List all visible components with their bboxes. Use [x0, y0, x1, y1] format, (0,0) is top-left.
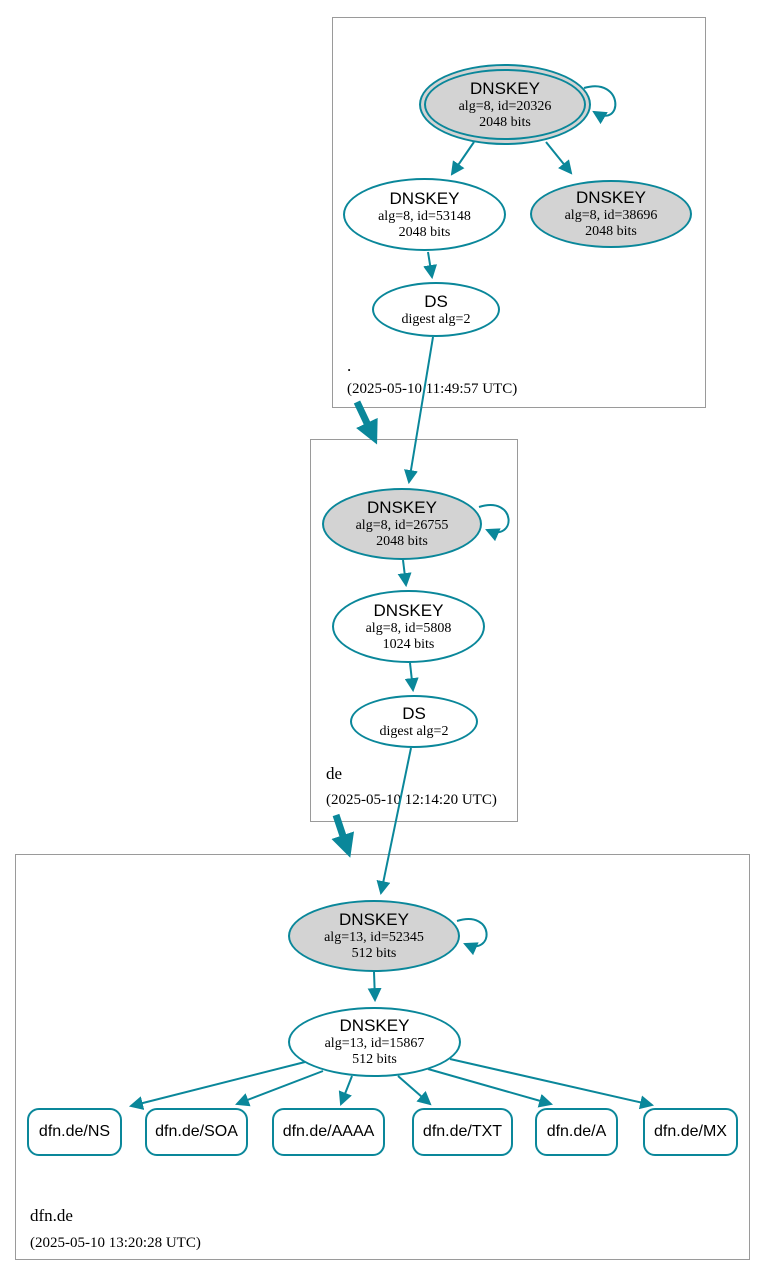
node-title: DNSKEY [367, 498, 437, 517]
node-detail: digest alg=2 [401, 311, 471, 327]
node-title: DNSKEY [389, 188, 460, 208]
node-detail: alg=8, id=38696 [564, 208, 658, 223]
de-zsk-node[interactable]: DNSKEY alg=8, id=5808 1024 bits [332, 590, 485, 663]
root-ksk-node[interactable]: DNSKEY alg=8, id=20326 2048 bits [419, 64, 591, 145]
node-bits: 1024 bits [382, 636, 435, 652]
rrset-node-soa[interactable]: dfn.de/SOA [145, 1108, 248, 1156]
node-detail: alg=13, id=52345 [324, 930, 424, 945]
node-title: DNSKEY [339, 910, 409, 929]
zone-box-root [332, 17, 706, 408]
node-bits: 512 bits [352, 1052, 397, 1067]
root-ds-node[interactable]: DS digest alg=2 [372, 282, 500, 337]
node-title: DNSKEY [470, 78, 540, 98]
zone-timestamp-de: (2025-05-10 12:14:20 UTC) [326, 792, 497, 808]
dfnde-ksk-node[interactable]: DNSKEY alg=13, id=52345 512 bits [288, 900, 460, 972]
zone-timestamp-root: (2025-05-10 11:49:57 UTC) [347, 381, 518, 397]
node-detail: alg=13, id=15867 [324, 1036, 425, 1051]
node-title: DS [402, 703, 426, 723]
node-title: DNSKEY [576, 188, 646, 207]
zone-name-dfn-de: dfn.de [30, 1206, 73, 1225]
de-ksk-node[interactable]: DNSKEY alg=8, id=26755 2048 bits [322, 488, 482, 560]
node-title: DNSKEY [339, 1016, 410, 1035]
node-title: DNSKEY [373, 600, 444, 620]
root-zsk-node[interactable]: DNSKEY alg=8, id=53148 2048 bits [343, 178, 506, 251]
zone-name-root: . [347, 356, 352, 375]
node-detail: alg=8, id=53148 [378, 208, 471, 224]
rrset-node-mx[interactable]: dfn.de/MX [643, 1108, 738, 1156]
zone-name-de: de [326, 764, 343, 783]
node-detail: alg=8, id=26755 [355, 518, 449, 533]
node-bits: 2048 bits [376, 534, 428, 549]
rrset-node-aaaa[interactable]: dfn.de/AAAA [272, 1108, 385, 1156]
de-ds-node[interactable]: DS digest alg=2 [350, 695, 478, 748]
zone-timestamp-dfn-de: (2025-05-10 13:20:28 UTC) [30, 1235, 201, 1251]
root-extra-dnskey-node[interactable]: DNSKEY alg=8, id=38696 2048 bits [530, 180, 692, 248]
node-bits: 2048 bits [479, 114, 531, 130]
node-detail: alg=8, id=20326 [458, 98, 552, 114]
node-bits: 2048 bits [585, 224, 637, 239]
node-detail: digest alg=2 [379, 723, 449, 739]
rrset-node-ns[interactable]: dfn.de/NS [27, 1108, 122, 1156]
dfnde-zsk-node[interactable]: DNSKEY alg=13, id=15867 512 bits [288, 1007, 461, 1077]
node-title: DS [424, 291, 448, 311]
node-bits: 2048 bits [398, 224, 451, 240]
rrset-node-a[interactable]: dfn.de/A [535, 1108, 618, 1156]
node-bits: 512 bits [351, 946, 397, 961]
rrset-node-txt[interactable]: dfn.de/TXT [412, 1108, 513, 1156]
node-detail: alg=8, id=5808 [365, 620, 452, 636]
root-ksk-node-inner: DNSKEY alg=8, id=20326 2048 bits [424, 69, 586, 140]
